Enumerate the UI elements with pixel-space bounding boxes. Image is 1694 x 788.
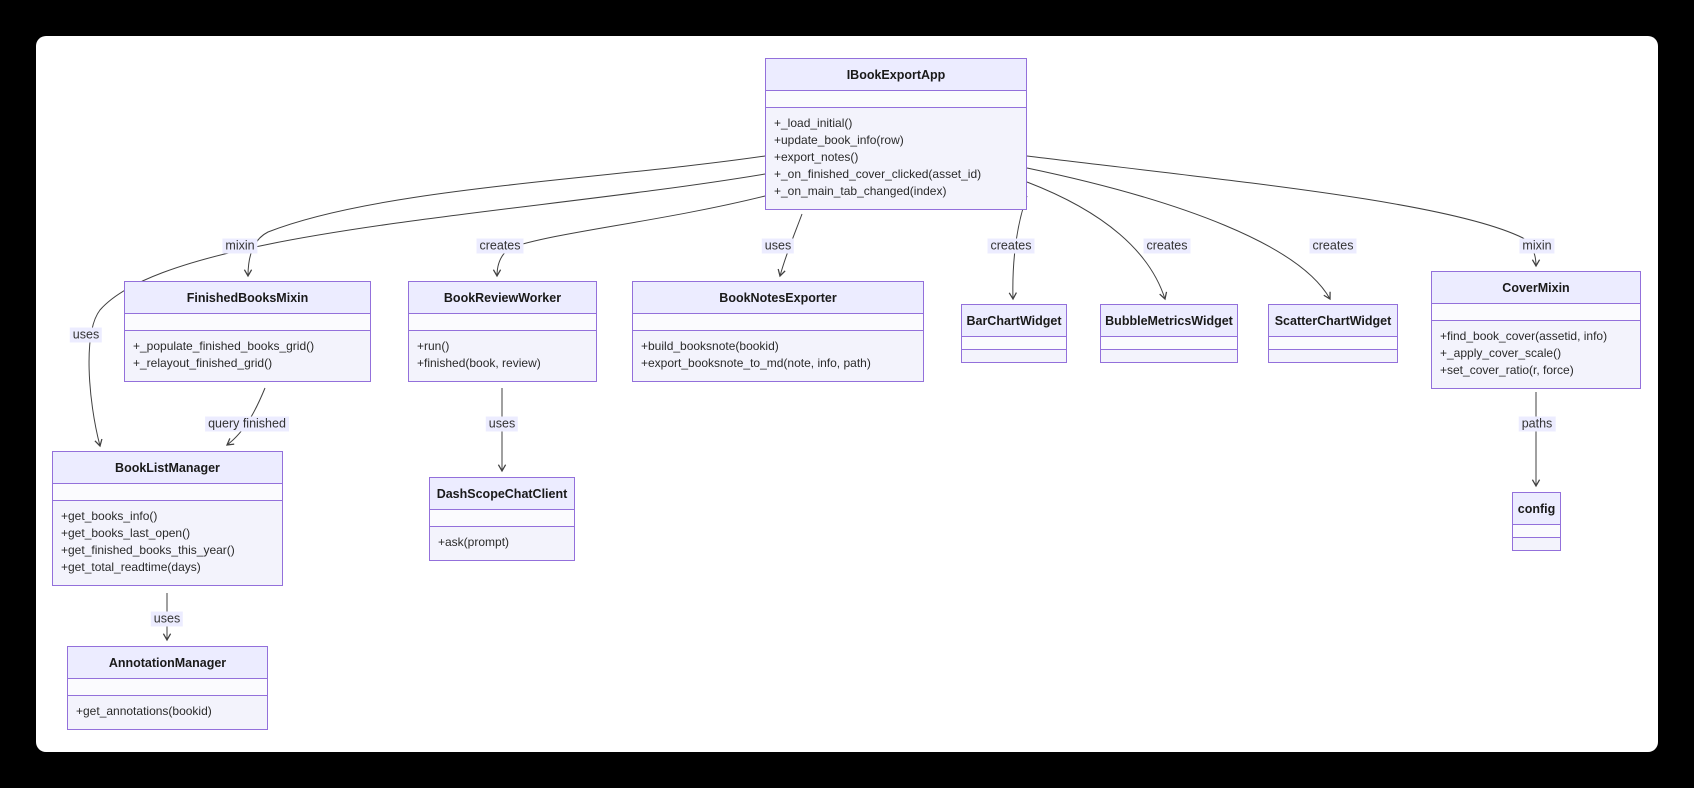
method-label: +set_cover_ratio(r, force): [1440, 363, 1574, 377]
method-label: +finished(book, review): [417, 356, 541, 370]
class-attributes-compartment: [1101, 337, 1237, 350]
class-attributes-compartment: [633, 314, 923, 331]
class-attributes-compartment: [962, 337, 1066, 350]
class-name: DashScopeChatClient: [430, 478, 574, 510]
method-label: +_load_initial(): [774, 116, 853, 130]
class-node-DashScopeChatClient: DashScopeChatClient +ask(prompt): [429, 477, 575, 561]
edge-label-mixin: mixin: [1519, 238, 1555, 254]
class-node-BarChartWidget: BarChartWidget: [961, 304, 1067, 363]
class-name: config: [1513, 493, 1560, 525]
edge-label-uses: uses: [150, 611, 184, 627]
class-name: BookListManager: [53, 452, 282, 484]
class-methods-compartment: [1101, 350, 1237, 362]
edge-label-creates: creates: [476, 238, 524, 254]
method-label: +get_total_readtime(days): [61, 560, 201, 574]
class-methods-compartment: [1269, 350, 1397, 362]
class-attributes-compartment: [68, 679, 267, 696]
method-label: +_on_main_tab_changed(index): [774, 184, 947, 198]
class-attributes-compartment: [1269, 337, 1397, 350]
method-label: +update_book_info(row): [774, 133, 904, 147]
class-methods-compartment: +ask(prompt): [430, 527, 574, 560]
class-node-BookListManager: BookListManager +get_books_info()+get_bo…: [52, 451, 283, 586]
class-attributes-compartment: [1432, 304, 1640, 321]
edge-label-creates: creates: [1143, 238, 1191, 254]
class-methods-compartment: +get_annotations(bookid): [68, 696, 267, 729]
class-attributes-compartment: [409, 314, 596, 331]
method-label: +get_finished_books_this_year(): [61, 543, 235, 557]
method-label: +export_notes(): [774, 150, 859, 164]
method-label: +get_books_info(): [61, 509, 158, 523]
class-methods-compartment: +_populate_finished_books_grid() +_relayo…: [125, 331, 370, 381]
class-methods-compartment: [1513, 538, 1560, 550]
class-node-BookNotesExporter: BookNotesExporter +build_booksnote(booki…: [632, 281, 924, 382]
class-node-AnnotationManager: AnnotationManager +get_annotations(booki…: [67, 646, 268, 730]
class-name: BarChartWidget: [962, 305, 1066, 337]
edge-label-paths: paths: [1518, 416, 1556, 432]
class-methods-compartment: +_load_initial() +update_book_info(row) +e…: [766, 108, 1026, 209]
method-label: +_populate_finished_books_grid(): [133, 339, 315, 353]
method-label: +ask(prompt): [438, 535, 510, 549]
class-name: FinishedBooksMixin: [125, 282, 370, 314]
class-name: BookNotesExporter: [633, 282, 923, 314]
class-attributes-compartment: [53, 484, 282, 501]
class-methods-compartment: +find_book_cover(assetid, info) +_apply_c…: [1432, 321, 1640, 388]
method-label: +_apply_cover_scale(): [1440, 346, 1562, 360]
class-node-FinishedBooksMixin: FinishedBooksMixin +_populate_finished_b…: [124, 281, 371, 382]
class-attributes-compartment: [125, 314, 370, 331]
method-label: +export_booksnote_to_md(note, info, path…: [641, 356, 871, 370]
class-name: ScatterChartWidget: [1269, 305, 1397, 337]
class-name: BubbleMetricsWidget: [1101, 305, 1237, 337]
class-node-IBookExportApp: IBookExportApp +_load_initial() +update_b…: [765, 58, 1027, 210]
method-label: +build_booksnote(bookid): [641, 339, 779, 353]
edge-label-uses: uses: [485, 416, 519, 432]
method-label: +_on_finished_cover_clicked(asset_id): [774, 167, 982, 181]
class-methods-compartment: +get_books_info() +get_books_last_open() +…: [53, 501, 282, 585]
class-node-config: config: [1512, 492, 1561, 551]
method-label: +get_annotations(bookid): [76, 704, 212, 718]
class-attributes-compartment: [1513, 525, 1560, 538]
class-name: IBookExportApp: [766, 59, 1026, 91]
edge-label-creates: creates: [1309, 238, 1357, 254]
class-attributes-compartment: [430, 510, 574, 527]
class-methods-compartment: +build_booksnote(bookid) +export_booksnot…: [633, 331, 923, 381]
method-label: +get_books_last_open(): [61, 526, 191, 540]
class-methods-compartment: [962, 350, 1066, 362]
edge-label-creates: creates: [987, 238, 1035, 254]
class-attributes-compartment: [766, 91, 1026, 108]
class-name: BookReviewWorker: [409, 282, 596, 314]
method-label: +_relayout_finished_grid(): [133, 356, 273, 370]
edge-label-query-finished: query finished: [205, 416, 289, 432]
edge-label-uses: uses: [761, 238, 795, 254]
class-name: CoverMixin: [1432, 272, 1640, 304]
class-methods-compartment: +run() +finished(book, review): [409, 331, 596, 381]
class-node-ScatterChartWidget: ScatterChartWidget: [1268, 304, 1398, 363]
method-label: +find_book_cover(assetid, info): [1440, 329, 1608, 343]
class-name: AnnotationManager: [68, 647, 267, 679]
method-label: +run(): [417, 339, 450, 353]
class-node-BookReviewWorker: BookReviewWorker +run() +finished(book, r…: [408, 281, 597, 382]
class-node-BubbleMetricsWidget: BubbleMetricsWidget: [1100, 304, 1238, 363]
edge-label-mixin: mixin: [222, 238, 258, 254]
class-node-CoverMixin: CoverMixin +find_book_cover(assetid, inf…: [1431, 271, 1641, 389]
edge-label-uses: uses: [69, 327, 103, 343]
